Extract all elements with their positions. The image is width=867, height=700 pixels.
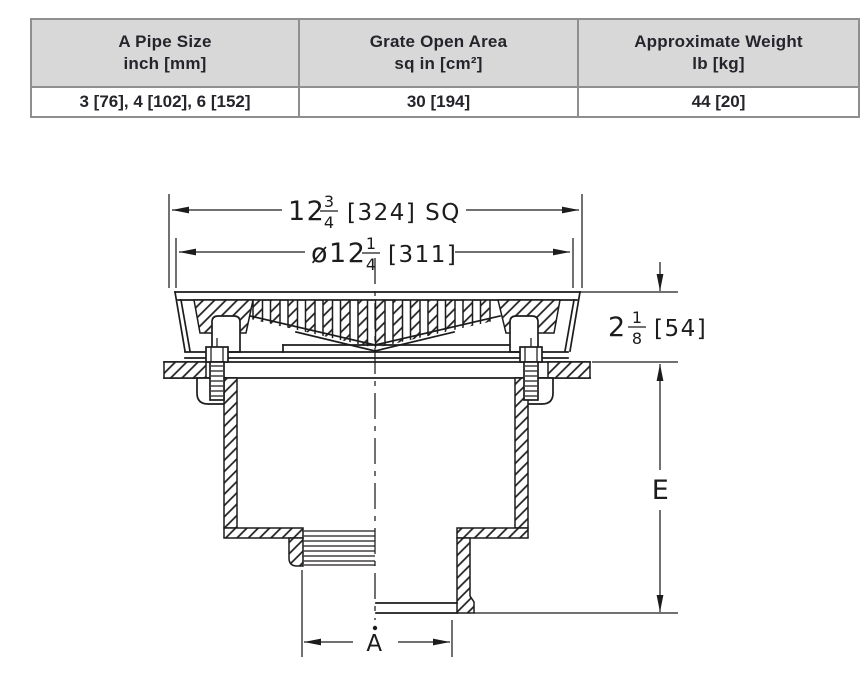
spec-table: A Pipe Size inch [mm] Grate Open Area sq… [30,18,860,118]
outlet-hub-wall [288,537,304,567]
header-grate-open-area: Grate Open Area sq in [cm²] [298,18,579,88]
dim-square-whole: 12 [288,196,325,227]
drain-body [196,361,554,614]
flange-tip-right [547,361,591,379]
bolt-shank-right [523,361,539,401]
header-approx-weight-line1: Approximate Weight [634,32,803,51]
dimension-outlet-size: A [301,570,453,657]
dimension-body-height: E [474,364,678,614]
dim-diameter-suffix: [311] [388,242,457,268]
dim-grate-height-whole: 2 [608,312,627,343]
dimension-grate-height: 2 1 8 [54] [580,262,707,363]
spec-table-header-row: A Pipe Size inch [mm] Grate Open Area sq… [30,18,860,88]
dim-body-height-label: E [652,475,671,506]
dim-diameter-numerator: 1 [366,234,376,253]
dim-diameter-whole: ø12 [311,238,366,269]
body-wall-left [223,377,238,529]
outlet-pipe-wall [456,537,475,614]
header-pipe-size-line1: A Pipe Size [118,32,212,51]
flange-tip-left [163,361,207,379]
dimension-square-width: 12 3 4 [324] SQ [168,192,583,288]
value-grate-open-area: 30 [194] [298,85,579,118]
value-approx-weight: 44 [20] [577,85,860,118]
header-pipe-size: A Pipe Size inch [mm] [30,18,300,88]
dimension-grate-diameter: ø12 1 4 [311] [175,234,574,288]
outlet-threads [304,530,375,566]
grate-cross-section [174,291,581,359]
dim-grate-height-suffix: [54] [654,316,707,342]
dim-square-denominator: 4 [324,213,334,232]
body-bottom-left [223,527,304,539]
value-pipe-size: 3 [76], 4 [102], 6 [152] [30,85,300,118]
body-bottom-right [456,527,529,539]
centerline-dot [372,625,378,631]
bolt-shank-left [209,361,225,401]
header-pipe-size-line2: inch [mm] [123,53,207,73]
dim-grate-height-denominator: 8 [632,329,642,348]
dim-outlet-size-label: A [366,631,383,657]
grate-leg-left [211,315,241,353]
dim-square-numerator: 3 [324,192,334,211]
grate-seat [282,344,521,353]
header-approx-weight: Approximate Weight lb [kg] [577,18,860,88]
header-grate-open-area-line1: Grate Open Area [369,32,508,51]
dim-square-suffix: [324] SQ [347,200,461,226]
dim-diameter-denominator: 4 [366,255,376,274]
spec-table-value-row: 3 [76], 4 [102], 6 [152] 30 [194] 44 [20… [30,85,860,118]
header-approx-weight-line2: lb [kg] [692,53,745,73]
header-grate-open-area-line2: sq in [cm²] [394,53,483,73]
dim-grate-height-numerator: 1 [632,308,642,327]
